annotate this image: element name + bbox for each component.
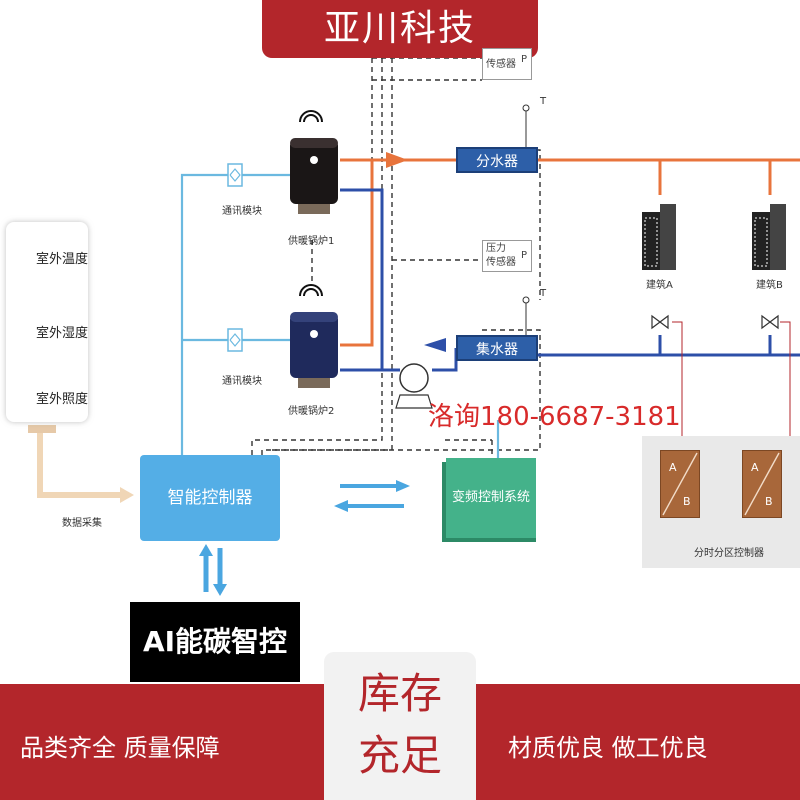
boiler-2-icon: [290, 284, 338, 388]
pressure-sensor-2-mark: P: [520, 250, 527, 261]
comm-module-1-label: 通讯模块: [222, 206, 262, 217]
sensor-panel: 室外温度 室外湿度 室外照度: [6, 222, 88, 422]
sensor-label-temperature: 室外温度: [36, 252, 89, 267]
zone-controller-label: 分时分区控制器: [694, 548, 764, 559]
comm-module-2-label: 通讯模块: [222, 376, 262, 387]
boiler-1-label: 供暖锅炉1: [288, 236, 335, 247]
valve-b-icon: [761, 314, 779, 330]
ai-carbon-badge: AI能碳智控: [130, 602, 300, 682]
zone-box-1-a: A: [669, 461, 677, 474]
supply-pipes: [340, 158, 800, 347]
boiler-1-icon: [290, 110, 338, 214]
building-a-icon: [642, 204, 676, 270]
sensor-row-temperature: 室外温度: [6, 242, 88, 272]
sensor-label-illuminance: 室外照度: [36, 392, 89, 407]
up-down-arrows-icon: [199, 544, 227, 596]
pressure-sensor-1-mark: P: [520, 54, 527, 65]
temp-probe-1-icon: [522, 104, 530, 112]
promo-right-text: 材质优良 做工优良: [508, 734, 708, 762]
return-manifold: 集水器: [456, 335, 538, 361]
data-collection-arrow: [28, 425, 134, 503]
consult-phone: 洛询180-6687-3181: [428, 402, 681, 432]
zone-box-1: A B: [660, 450, 700, 518]
zone-box-2-divider: [744, 452, 780, 516]
zone-controller-area: A B A B 分时分区控制器: [642, 436, 800, 568]
sensor-label-humidity: 室外湿度: [36, 326, 89, 341]
building-b-label: 建筑B: [756, 280, 783, 291]
sensor-row-humidity: 室外湿度: [6, 316, 88, 346]
exchange-arrows-icon: [334, 480, 410, 512]
zone-box-2: A B: [742, 450, 782, 518]
zone-box-1-divider: [662, 452, 698, 516]
supply-manifold: 分水器: [456, 147, 538, 173]
temp-mark-1: T: [540, 96, 547, 107]
zone-box-1-b: B: [683, 495, 691, 508]
zone-box-2-b: B: [765, 495, 773, 508]
promo-left-text: 品类齐全 质量保障: [20, 734, 220, 762]
pressure-sensor-1-text: 传感器: [486, 59, 516, 70]
sensor-row-illuminance: 室外照度: [6, 382, 88, 412]
return-flow-arrow: [424, 338, 446, 352]
comm-module-2-icon: [227, 328, 243, 352]
pressure-sensor-2-line1: 压力: [486, 243, 506, 254]
return-pipes: [340, 188, 800, 372]
data-collection-label: 数据采集: [62, 518, 102, 529]
stock-panel: 库存 充足: [324, 652, 476, 800]
stock-line-1: 库存: [357, 669, 442, 718]
supply-flow-arrow: [386, 152, 408, 168]
pump-base-icon: [395, 394, 433, 409]
circulation-pump-icon: [399, 363, 429, 393]
zone-box-2-a: A: [751, 461, 759, 474]
building-b-icon: [752, 204, 786, 270]
zone-signal-lines: [672, 321, 791, 452]
valve-a-icon: [651, 314, 669, 330]
pressure-sensor-2-line2: 传感器: [486, 257, 516, 268]
stock-line-2: 充足: [357, 731, 442, 780]
comm-module-1-icon: [227, 163, 243, 187]
building-a-label: 建筑A: [646, 280, 673, 291]
temp-probe-2-icon: [522, 296, 530, 304]
temp-mark-2: T: [540, 288, 547, 299]
boiler-2-label: 供暖锅炉2: [288, 406, 335, 417]
signal-lines: [180, 173, 500, 458]
vfd-control-system: 变频控制系统: [446, 458, 536, 538]
pressure-sensor-1: 传感器 P: [482, 48, 532, 80]
smart-controller: 智能控制器: [140, 455, 280, 541]
pressure-sensor-2: 压力 传感器 P: [482, 240, 532, 272]
